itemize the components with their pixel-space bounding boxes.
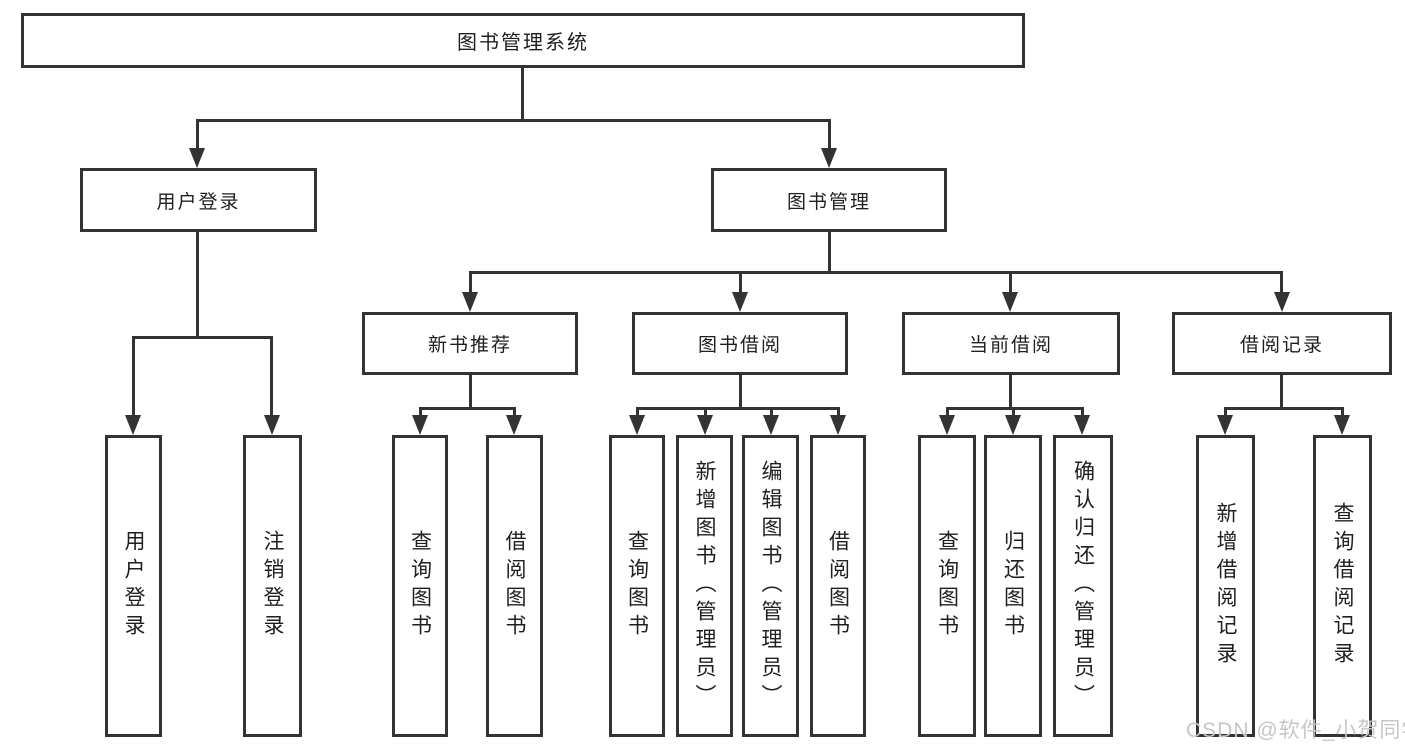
connector-line [196,119,199,152]
connector-line [1280,375,1283,410]
node-label: 图书管理 [786,191,871,213]
node-label: 图书管理系统 [457,32,589,54]
arrow-head [1217,415,1233,435]
leaf-edit-book-admin: 编辑图书（管理员） [742,435,799,737]
leaf-label: 注销登录 [261,530,284,642]
node-new-book-recommendation: 新书推荐 [362,312,578,375]
arrow-head [1334,415,1350,435]
connector-line [1224,407,1344,410]
node-label: 当前借阅 [968,335,1053,356]
arrow-head [1074,415,1090,435]
arrow-head [830,415,846,435]
leaf-label: 新增借阅记录 [1214,502,1237,670]
leaf-label: 编辑图书（管理员） [759,460,782,712]
leaf-label: 新增图书（管理员） [693,460,716,712]
leaf-query-borrowing-record: 查询借阅记录 [1313,435,1372,737]
connector-line [837,407,840,418]
leaf-user-login: 用户登录 [105,435,162,737]
arrow-head [1274,292,1290,312]
leaf-label: 借阅图书 [826,530,850,642]
arrow-head [189,148,205,168]
connector-line [704,407,707,418]
leaf-label: 借阅图书 [503,530,526,642]
leaf-label: 查询借阅记录 [1331,502,1354,670]
leaf-logout: 注销登录 [243,435,302,737]
node-borrowing-records: 借阅记录 [1172,312,1392,375]
arrow-head [125,415,141,435]
node-current-borrowing: 当前借阅 [902,312,1120,375]
arrow-head [821,148,837,168]
leaf-add-book-admin: 新增图书（管理员） [676,435,733,737]
connector-line [1280,271,1283,296]
leaf-confirm-return-admin: 确认归还（管理员） [1053,435,1113,737]
connector-line [828,232,831,274]
arrow-head [506,415,522,435]
connector-line [196,119,830,122]
connector-line [770,407,773,418]
connector-line [513,407,516,418]
arrow-head [412,415,428,435]
node-label: 图书借阅 [697,335,782,356]
connector-line [419,407,422,418]
node-book-management: 图书管理 [711,168,947,232]
connector-line [636,407,840,410]
connector-line [828,119,831,152]
arrow-head [697,415,713,435]
connector-line [196,232,199,339]
connector-line [132,336,273,339]
connector-line [469,375,472,410]
leaf-label: 用户登录 [122,530,145,642]
connector-line [636,407,639,418]
arrow-head [939,415,955,435]
leaf-label: 查询图书 [625,530,649,642]
arrow-head [1002,292,1018,312]
node-label: 新书推荐 [427,335,512,356]
leaf-borrow-books-recommend: 借阅图书 [486,435,543,737]
leaf-label: 归还图书 [1001,530,1025,642]
node-book-borrowing: 图书借阅 [632,312,848,375]
connector-line [739,375,742,410]
leaf-query-books-recommend: 查询图书 [392,435,448,737]
node-library-management-system: 图书管理系统 [21,13,1025,68]
leaf-label: 确认归还（管理员） [1071,460,1095,712]
leaf-query-books-borrowing: 查询图书 [609,435,665,737]
connector-line [132,336,135,418]
arrow-head [1005,415,1021,435]
connector-line [1341,407,1344,418]
node-label: 用户登录 [156,191,241,213]
node-label: 借阅记录 [1239,335,1324,356]
leaf-add-borrowing-record: 新增借阅记录 [1196,435,1255,737]
connector-line [1012,407,1015,418]
arrow-head [629,415,645,435]
connector-line [469,271,1283,274]
leaf-return-books: 归还图书 [984,435,1042,737]
leaf-label: 查询图书 [408,530,432,642]
arrow-head [732,292,748,312]
connector-line [419,407,516,410]
arrow-head [763,415,779,435]
arrow-head [264,415,280,435]
connector-line [270,336,273,418]
leaf-borrow-books-borrowing: 借阅图书 [810,435,866,737]
leaf-query-books-current: 查询图书 [918,435,976,737]
connector-line [1081,407,1084,418]
connector-line [1009,271,1012,296]
connector-line [469,271,472,296]
connector-line [1224,407,1227,418]
connector-line [946,407,949,418]
connector-line [739,271,742,296]
leaf-label: 查询图书 [935,530,959,642]
connector-line [1009,375,1012,410]
connector-line [946,407,1084,410]
connector-line [521,68,524,121]
csdn-watermark: CSDN @软件_小贺同学 [1186,719,1405,742]
arrow-head [462,292,478,312]
node-user-login: 用户登录 [80,168,317,232]
